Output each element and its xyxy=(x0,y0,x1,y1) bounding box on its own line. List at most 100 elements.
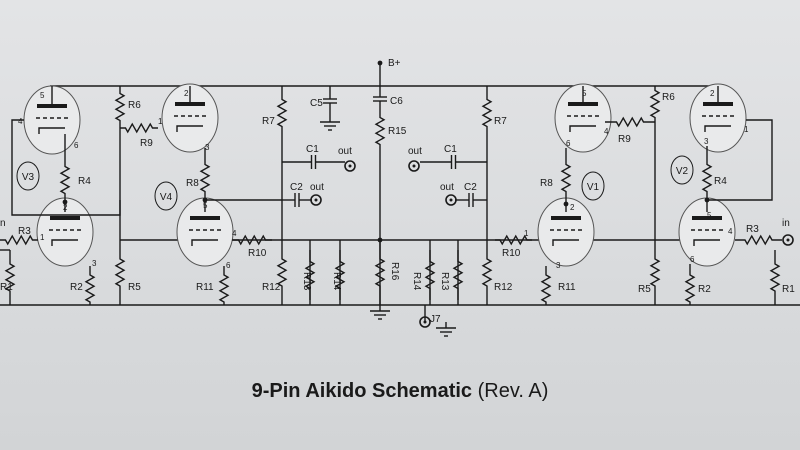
tube-marker-v3 xyxy=(16,161,40,191)
tube-plate xyxy=(692,216,722,220)
resistor-label-r8: R8 xyxy=(540,178,553,189)
tube-pin-5: 5 xyxy=(582,89,587,98)
resistor-label-r16: R16 xyxy=(389,262,400,281)
tube-pin-3: 3 xyxy=(704,137,709,146)
resistor-label-r2: R2 xyxy=(698,284,711,295)
resistor-r6 xyxy=(649,86,661,122)
resistor-label-r12: R12 xyxy=(494,282,513,293)
tube-cathode xyxy=(51,239,78,246)
tube-pin-1: 1 xyxy=(40,233,45,242)
tube-pin-6: 6 xyxy=(74,141,79,150)
output-jack-right-2-center xyxy=(449,198,453,202)
resistor-label-r15: R15 xyxy=(388,126,407,137)
resistor-r14 xyxy=(424,250,436,300)
resistor-r9 xyxy=(605,116,655,128)
tube-plate xyxy=(50,216,80,220)
resistor-label-r14: R14 xyxy=(331,272,342,291)
resistor-label-r2: R2 xyxy=(70,282,83,293)
resistor-r12 xyxy=(481,240,493,305)
resistor-r8 xyxy=(199,160,211,196)
junction-dot xyxy=(62,199,68,205)
resistor-label-r6: R6 xyxy=(128,100,141,111)
resistor-r3 xyxy=(0,234,38,246)
v2-grid-loop xyxy=(707,119,773,201)
resistor-r13 xyxy=(304,250,316,300)
resistor-label-r8: R8 xyxy=(186,178,199,189)
output-jack-right-center xyxy=(412,164,416,168)
tube-pin-2: 2 xyxy=(570,203,575,212)
resistor-label-r9: R9 xyxy=(618,134,631,145)
tube-label-v2: V2 xyxy=(676,166,689,177)
tube-plate xyxy=(568,102,598,106)
tube-marker-v2 xyxy=(670,155,694,185)
tube-marker-v4 xyxy=(154,181,178,211)
resistor-r14 xyxy=(334,250,346,300)
output-jack-right-2 xyxy=(445,194,457,206)
resistor-r8 xyxy=(560,160,572,196)
resistor-label-r13: R13 xyxy=(439,272,450,291)
tube-plate xyxy=(551,216,581,220)
resistor-r4 xyxy=(59,160,71,200)
capacitor-label-c2: C2 xyxy=(290,182,303,193)
tube-pin-5: 5 xyxy=(40,91,45,100)
resistor-label-r3: R3 xyxy=(746,224,759,235)
resistor-r4 xyxy=(701,160,713,196)
b-plus-label: B+ xyxy=(388,58,401,69)
caption-title: 9-Pin Aikido Schematic xyxy=(251,380,473,402)
output-jack-left-center xyxy=(348,164,352,168)
tube-plate xyxy=(190,216,220,220)
resistor-r13 xyxy=(452,250,464,300)
resistor-r7 xyxy=(481,86,493,140)
resistor-label-r10: R10 xyxy=(502,248,521,259)
tube-v4-top xyxy=(161,83,219,153)
junction-dot xyxy=(563,201,569,207)
resistor-label-r4: R4 xyxy=(714,176,727,187)
resistor-label-r3: R3 xyxy=(18,226,31,237)
resistor-label-r4: R4 xyxy=(78,176,91,187)
output-label-left: out xyxy=(338,146,352,157)
tube-label-v4: V4 xyxy=(160,192,173,203)
tube-pin-3: 3 xyxy=(205,143,210,152)
input-label-left: n xyxy=(0,218,6,229)
caption-revision: (Rev. A) xyxy=(477,380,549,402)
tube-pin-1: 1 xyxy=(744,125,749,134)
output-jack-right xyxy=(408,160,420,172)
tube-plate xyxy=(37,104,67,108)
resistor-label-r7: R7 xyxy=(494,116,507,127)
schematic-caption: 9-Pin Aikido Schematic (Rev. A) xyxy=(0,380,800,403)
j7-label: J7 xyxy=(430,314,441,325)
tube-cathode xyxy=(693,239,720,246)
tube-pin-6: 6 xyxy=(690,255,695,264)
resistor-label-r1: R1 xyxy=(0,282,13,293)
output-label-right-2: out xyxy=(440,182,454,193)
resistor-label-r9: R9 xyxy=(140,138,153,149)
tube-marker-v1 xyxy=(581,171,605,201)
resistor-r10 xyxy=(232,234,272,246)
output-label-right: out xyxy=(408,146,422,157)
resistor-label-r11: R11 xyxy=(558,282,576,293)
tube-pin-2: 2 xyxy=(184,89,189,98)
resistor-label-r10: R10 xyxy=(248,248,267,259)
tube-plate xyxy=(703,102,733,106)
resistor-r12 xyxy=(276,240,288,305)
capacitor-label-c6: C6 xyxy=(390,96,403,107)
capacitor-label-c5: C5 xyxy=(310,98,323,109)
tube-pin-3: 3 xyxy=(92,259,97,268)
tube-cathode xyxy=(704,125,731,132)
tube-label-v1: V1 xyxy=(587,182,600,193)
tube-plate xyxy=(175,102,205,106)
tube-pin-1: 1 xyxy=(158,117,163,126)
capacitor-label-c2: C2 xyxy=(464,182,477,193)
tube-pin-6: 6 xyxy=(566,139,571,148)
capacitor-label-c1: C1 xyxy=(306,144,319,155)
tube-cathode xyxy=(176,125,203,132)
tube-pin-3: 3 xyxy=(556,261,561,270)
tube-pin-2: 2 xyxy=(710,89,715,98)
resistor-r3 xyxy=(735,234,782,246)
resistor-label-r13: R13 xyxy=(301,272,312,291)
resistor-label-r5: R5 xyxy=(638,284,651,295)
tube-cathode xyxy=(552,239,579,246)
resistor-r7 xyxy=(276,86,288,140)
tube-pin-4: 4 xyxy=(232,229,237,238)
